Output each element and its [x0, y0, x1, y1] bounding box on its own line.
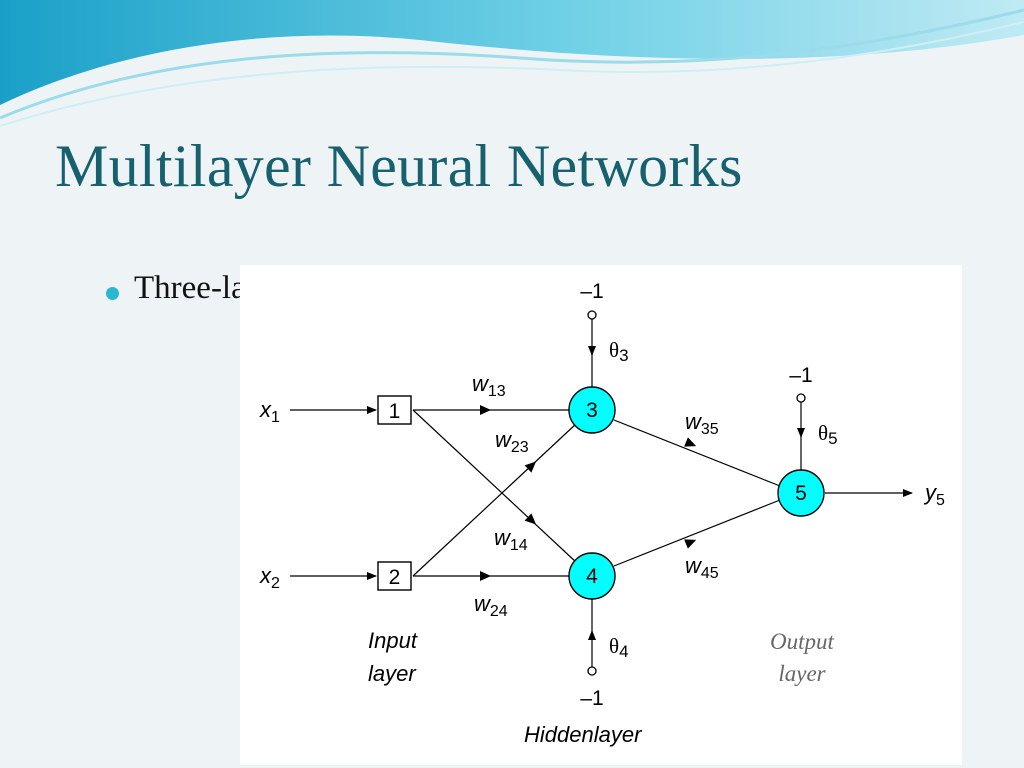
edge-4-to-5: [613, 499, 781, 567]
weight-w35-label: w35: [685, 409, 719, 438]
threshold-theta5-label: θ5: [818, 421, 838, 448]
weight-w13-label: w13: [472, 371, 506, 400]
slide-title: Multilayer Neural Networks: [55, 133, 743, 199]
bias-terminal-5: [796, 393, 806, 403]
output-neuron-5-label: 5: [795, 482, 807, 505]
bias-value-3: –1: [580, 280, 603, 303]
arrowhead-w14: [524, 513, 537, 525]
output-neuron-5: 5: [777, 469, 825, 517]
arrowhead-w35: [684, 437, 697, 447]
bias-value-5: –1: [789, 364, 812, 387]
arrowhead-w45: [684, 539, 697, 549]
output-y5-label: y5: [923, 480, 945, 509]
edge-1-to-4: [412, 409, 578, 564]
arrowhead-w13: [480, 405, 491, 415]
bullet-dot-icon: [106, 287, 119, 300]
input-node-2-label: 2: [389, 566, 401, 589]
hidden-neuron-3: 3: [568, 386, 616, 434]
threshold-theta4-label: θ4: [609, 634, 629, 661]
hidden-neuron-4-label: 4: [586, 565, 598, 588]
input-node-2: 2: [377, 561, 412, 591]
bias-terminal-3: [587, 310, 597, 320]
weight-w45-label: w45: [685, 553, 719, 582]
input-node-1: 1: [377, 395, 412, 425]
input-layer-label-line2: layer: [368, 661, 417, 686]
hidden-layer-label: Hiddenlayer: [524, 722, 643, 747]
input-layer-label-line1: Input: [368, 628, 418, 653]
hidden-neuron-4: 4: [568, 552, 616, 600]
bias-value-4: –1: [580, 687, 603, 710]
edge-2-to-3: [412, 422, 578, 577]
weight-w14-label: w14: [494, 525, 528, 554]
arrowhead-w23: [524, 461, 537, 473]
edge-3-to-5: [613, 419, 781, 487]
output-layer-label-line1: Output: [770, 629, 835, 654]
input-node-1-label: 1: [389, 400, 401, 423]
weight-w24-label: w24: [474, 591, 508, 620]
threshold-theta3-label: θ3: [609, 338, 629, 365]
bias-terminal-4: [587, 666, 597, 676]
input-x2-label: x2: [259, 563, 280, 592]
input-x1-label: x1: [259, 397, 280, 426]
output-layer-label-line2: layer: [778, 661, 826, 686]
hidden-neuron-3-label: 3: [586, 399, 598, 422]
weight-w23-label: w23: [495, 427, 529, 456]
arrowhead-w24: [480, 571, 491, 581]
neural-network-diagram: 1 2 3 4 5 x1 x2 y5 w13 w23 w14 w24 w35 w…: [240, 265, 962, 765]
